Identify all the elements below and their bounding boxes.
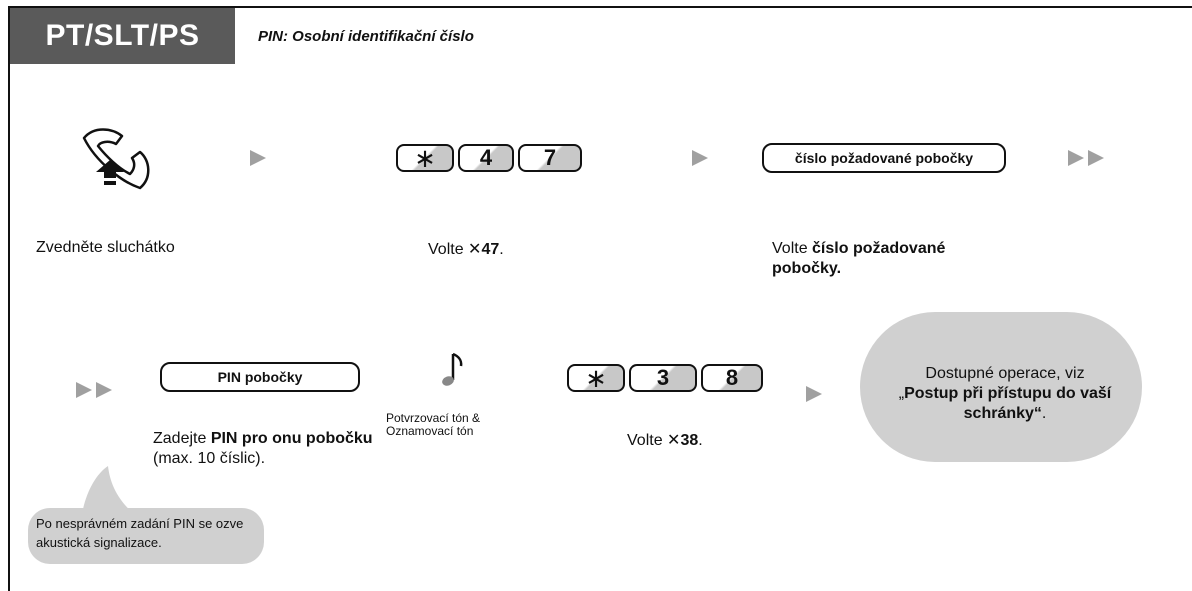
play-arrow-icon	[804, 384, 824, 404]
extension-pin-button: PIN pobočky	[160, 362, 360, 392]
handset-off-hook-icon	[78, 124, 174, 199]
key-8: 8	[701, 364, 763, 392]
frame-left-border	[8, 6, 10, 591]
warning-callout-text: Po nesprávném zadání PIN se ozve akustic…	[36, 516, 244, 550]
key-4: 4	[458, 144, 514, 172]
warning-callout	[28, 508, 264, 564]
step-dial-38-text: Volte ✕38.	[627, 432, 703, 449]
music-note-icon	[440, 350, 466, 393]
step-dial-47-text: Volte ✕47.	[428, 241, 504, 258]
step-dial-extension-text: Volte číslo požadované pobočky.	[772, 240, 946, 277]
double-play-arrow-icon	[1066, 148, 1108, 168]
play-arrow-icon	[690, 148, 710, 168]
info-bubble-text: Dostupné operace, viz „Postup při přístu…	[898, 365, 1112, 422]
device-type-tab: PT/SLT/PS	[10, 8, 235, 64]
key-3: 3	[629, 364, 697, 392]
info-bubble	[860, 312, 1142, 462]
double-play-arrow-icon	[74, 380, 116, 400]
frame-top-border	[8, 6, 1192, 8]
step-enter-pin-text: Zadejte PIN pro onu pobočku (max. 10 čís…	[153, 430, 373, 467]
tone-description-line2: Oznamovací tón	[386, 424, 474, 438]
key-star: ∗	[396, 143, 454, 173]
extension-number-button: číslo požadované pobočky	[762, 143, 1006, 173]
play-arrow-icon	[248, 148, 268, 168]
tone-description-line1: Potvrzovací tón &	[386, 411, 481, 425]
key-star: ∗	[567, 363, 625, 393]
key-7: 7	[518, 144, 582, 172]
step-lift-handset-text: Zvedněte sluchátko	[36, 239, 175, 256]
pin-definition-note: PIN: Osobní identifikační číslo	[258, 28, 474, 45]
callout-tail	[82, 466, 134, 514]
